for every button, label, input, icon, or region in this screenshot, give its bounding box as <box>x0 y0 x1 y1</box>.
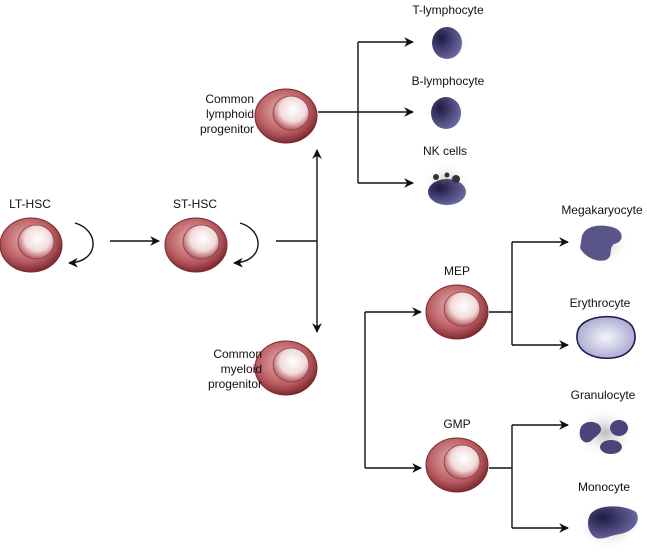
gmp-label: GMP <box>443 417 470 431</box>
gmp-cell <box>425 437 489 493</box>
lt-hsc-label: LT-HSC <box>9 197 51 211</box>
t-lymphocyte-cell <box>431 25 469 61</box>
cmp-label-2: myeloid <box>221 362 262 376</box>
st-hsc-cell <box>164 217 228 273</box>
megakaryocyte-cell <box>574 222 630 266</box>
erythrocyte-label: Erythrocyte <box>570 296 631 310</box>
clp-label-2: lymphoid <box>206 107 254 121</box>
granulocyte-cell <box>573 407 637 459</box>
mep-label: MEP <box>444 264 470 278</box>
clp-label-1: Common <box>205 92 254 106</box>
cmp-label-1: Common <box>213 347 262 361</box>
b-lymphocyte-cell <box>431 95 467 131</box>
lt-hsc-cell <box>0 217 63 273</box>
mep-cell <box>425 284 489 340</box>
cmp-cell <box>254 340 318 396</box>
monocyte-label: Monocyte <box>578 480 630 494</box>
lt-hsc-self-renewal-arrow <box>68 222 94 268</box>
clp-label-3: progenitor <box>200 122 254 136</box>
cmp-label-3: progenitor <box>208 377 262 391</box>
b-lymphocyte-label: B-lymphocyte <box>412 74 485 88</box>
erythrocyte-cell <box>576 315 636 359</box>
clp-cell <box>254 88 318 144</box>
monocyte-cell <box>576 499 642 551</box>
megakaryocyte-label: Megakaryocyte <box>561 203 643 217</box>
st-hsc-label: ST-HSC <box>173 197 217 211</box>
t-lymphocyte-label: T-lymphocyte <box>412 3 484 17</box>
st-hsc-self-renewal-arrow <box>233 222 259 268</box>
nk-cells-label: NK cells <box>423 144 467 158</box>
nk-cell <box>423 162 471 206</box>
granulocyte-label: Granulocyte <box>571 388 636 402</box>
